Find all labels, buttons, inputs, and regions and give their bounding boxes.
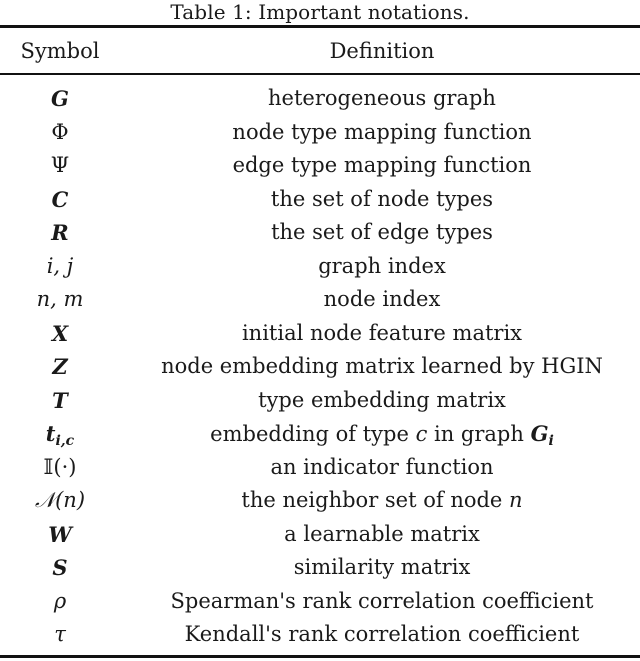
table-header: Symbol Definition xyxy=(0,31,640,71)
definition-cell: Kendall's rank correlation coefficient xyxy=(184,622,580,646)
definition-variable: c xyxy=(415,422,428,446)
definition-cell: node embedding matrix learned by HGIN xyxy=(161,354,603,378)
table-row: ti,c embedding of type c in graph Gi xyxy=(0,417,640,451)
definition-text: embedding of type xyxy=(210,422,416,446)
symbol-cell: i, j xyxy=(46,253,74,278)
definition-cell: node type mapping function xyxy=(232,119,532,144)
table-row: X initial node feature matrix xyxy=(0,317,640,351)
symbol-base: t xyxy=(45,421,56,446)
definition-symbol: G xyxy=(530,421,549,446)
table-row: T type embedding matrix xyxy=(0,384,640,418)
bottom-rule xyxy=(0,655,640,658)
symbol-cell: τ xyxy=(54,622,66,646)
symbol-cell: 𝕀(·) xyxy=(43,454,77,479)
table-body: G heterogeneous graph Φ node type mappin… xyxy=(0,82,640,652)
definition-cell: node index xyxy=(323,287,441,311)
definition-text: the neighbor set of node xyxy=(241,488,510,512)
symbol-cell: ρ xyxy=(53,588,67,613)
header-definition: Definition xyxy=(329,39,435,63)
top-rule xyxy=(0,25,640,28)
header-rule xyxy=(0,73,640,75)
definition-cell: initial node feature matrix xyxy=(241,320,523,345)
definition-cell: the set of node types xyxy=(270,186,494,211)
definition-cell: type embedding matrix xyxy=(258,387,506,412)
table-row: n, m node index xyxy=(0,283,640,317)
symbol-cell: G xyxy=(51,86,69,111)
table-row: Φ node type mapping function xyxy=(0,116,640,150)
definition-cell: Spearman's rank correlation coefficient xyxy=(170,588,594,613)
table-row: 𝒩(n) the neighbor set of node n xyxy=(0,484,640,518)
symbol-cell: T xyxy=(52,387,68,413)
definition-cell: heterogeneous graph xyxy=(268,86,496,110)
symbol-subscript: i,c xyxy=(55,433,75,449)
table-row: i, j graph index xyxy=(0,250,640,284)
symbol-cell: Ψ xyxy=(50,153,70,177)
symbol-cell: C xyxy=(51,186,69,212)
symbol-cell: X xyxy=(51,320,69,346)
definition-text-mid: in graph xyxy=(427,422,531,446)
symbol-cell: S xyxy=(52,555,68,580)
definition-variable: n xyxy=(509,488,523,512)
table-row: Z node embedding matrix learned by HGIN xyxy=(0,350,640,384)
definition-cell: an indicator function xyxy=(270,454,494,479)
symbol-cell: R xyxy=(51,220,69,245)
symbol-cell: Z xyxy=(52,354,68,379)
definition-cell: edge type mapping function xyxy=(232,153,532,177)
symbol-cell: Φ xyxy=(51,119,69,144)
table-row: τ Kendall's rank correlation coefficient xyxy=(0,618,640,652)
definition-symbol-subscript: i xyxy=(548,433,554,449)
symbol-cell: n, m xyxy=(36,287,84,311)
table-row: Ψ edge type mapping function xyxy=(0,149,640,183)
symbol-cell: 𝒩(n) xyxy=(34,488,86,512)
definition-cell: similarity matrix xyxy=(293,555,471,579)
table-row: C the set of node types xyxy=(0,183,640,217)
definition-cell: the set of edge types xyxy=(271,220,493,244)
table-row: S similarity matrix xyxy=(0,551,640,585)
symbol-cell: ti,c xyxy=(0,417,120,459)
table-caption: Table 1: Important notations. xyxy=(170,0,470,24)
table-row: ρ Spearman's rank correlation coefficien… xyxy=(0,585,640,619)
table-row: 𝕀(·) an indicator function xyxy=(0,451,640,485)
definition-cell: a learnable matrix xyxy=(284,521,480,546)
table-row: G heterogeneous graph xyxy=(0,82,640,116)
table-row: R the set of edge types xyxy=(0,216,640,250)
header-symbol: Symbol xyxy=(20,39,100,63)
definition-cell: embedding of type c in graph Gi xyxy=(124,417,640,459)
symbol-cell: W xyxy=(48,521,72,547)
definition-cell: the neighbor set of node n xyxy=(124,484,640,518)
definition-cell: graph index xyxy=(318,253,446,278)
table-row: W a learnable matrix xyxy=(0,518,640,552)
